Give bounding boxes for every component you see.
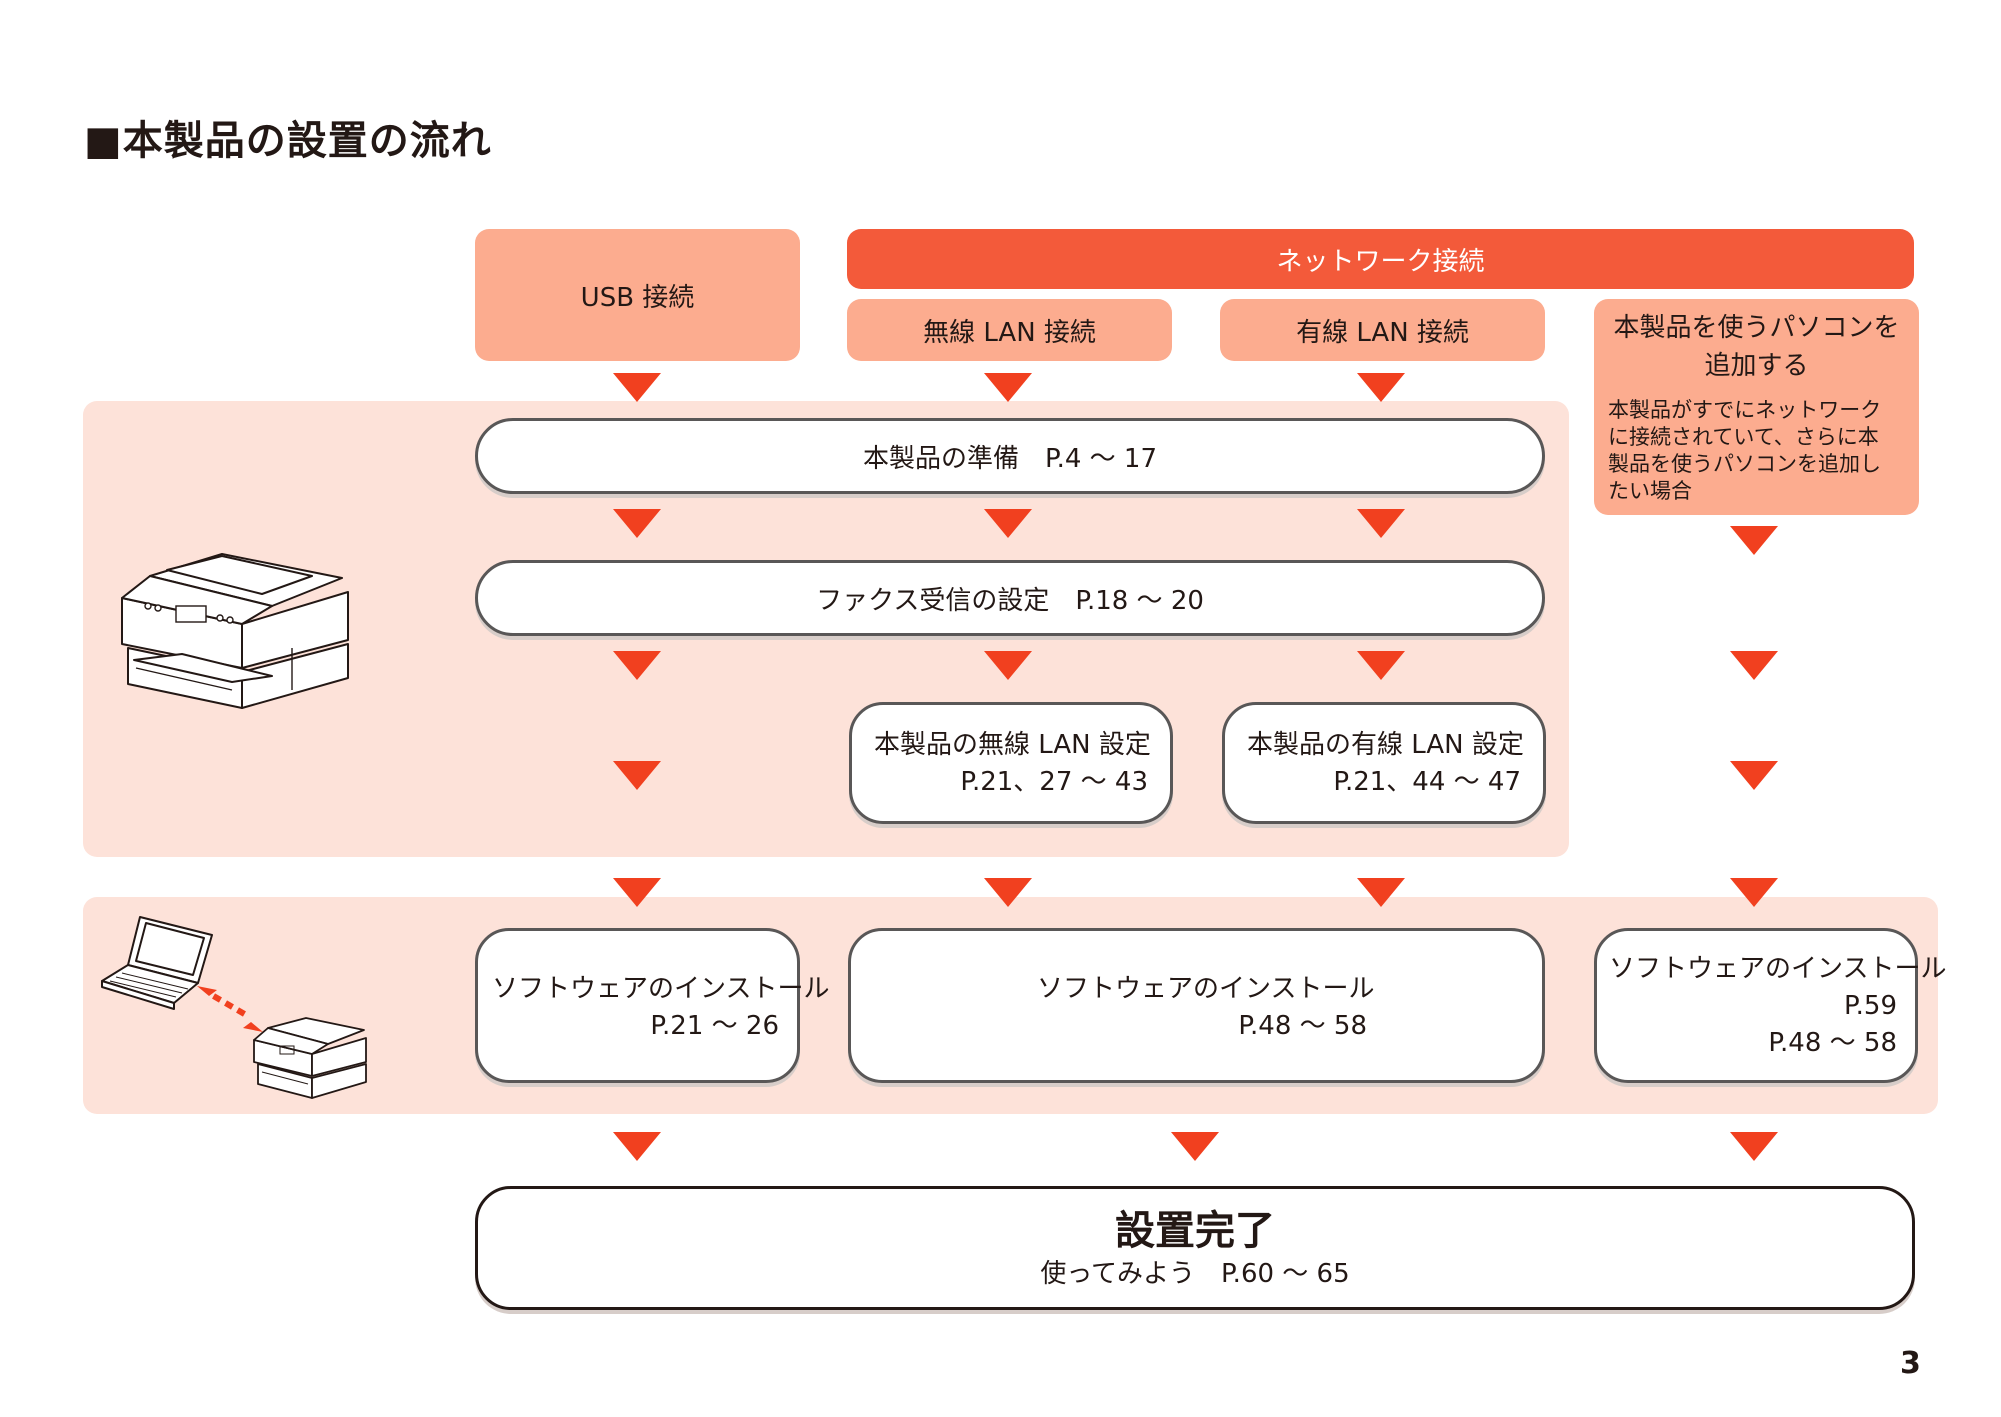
network-header-label: ネットワーク接続	[1276, 246, 1485, 277]
install-network-line1: ソフトウェアのインストール	[1037, 974, 1375, 1004]
add-pc-title-line1: 本製品を使うパソコンを	[1613, 313, 1900, 343]
step-fax: ファクス受信の設定 P.18 ～ 20	[475, 560, 1545, 636]
arrow-down-icon	[1730, 651, 1778, 680]
install-network: ソフトウェアのインストール P.48 ～ 58	[848, 928, 1545, 1083]
wireless-setup-line1: 本製品の無線 LAN 設定	[874, 730, 1151, 760]
step-wireless-setup: 本製品の無線 LAN 設定 P.21、27 ～ 43	[849, 702, 1173, 824]
arrow-down-icon	[1730, 878, 1778, 907]
setup-complete-title: 設置完了	[1115, 1208, 1275, 1254]
usb-header: USB 接続	[475, 229, 800, 361]
setup-complete-subtitle: 使ってみよう P.60 ～ 65	[1040, 1259, 1350, 1289]
install-add-line1: ソフトウェアのインストール	[1609, 954, 1947, 984]
arrow-down-icon	[1730, 761, 1778, 790]
install-usb: ソフトウェアのインストール P.21 ～ 26	[475, 928, 830, 1083]
arrow-down-icon	[613, 373, 661, 402]
arrow-down-icon	[1357, 509, 1405, 538]
arrow-down-icon	[1730, 526, 1778, 555]
wired-setup-line1: 本製品の有線 LAN 設定	[1247, 730, 1524, 760]
wired-header-label: 有線 LAN 接続	[1296, 317, 1469, 348]
arrow-down-icon	[984, 878, 1032, 907]
wired-setup-line2: P.21、44 ～ 47	[1333, 767, 1521, 797]
wireless-header: 無線 LAN 接続	[847, 299, 1172, 361]
step-fax-label: ファクス受信の設定 P.18 ～ 20	[816, 585, 1204, 616]
arrow-down-icon	[613, 878, 661, 907]
printer-illustration	[121, 553, 349, 709]
add-pc-header: 本製品を使うパソコンを 追加する 本製品がすでにネットワーク に接続されていて、…	[1594, 299, 1919, 515]
step-wired-setup: 本製品の有線 LAN 設定 P.21、44 ～ 47	[1222, 702, 1546, 824]
printer-small-illustration	[253, 1017, 367, 1099]
install-network-line2: P.48 ～ 58	[1238, 1011, 1367, 1041]
usb-header-label: USB 接続	[580, 282, 695, 313]
wired-header: 有線 LAN 接続	[1220, 299, 1545, 361]
install-usb-line2: P.21 ～ 26	[650, 1011, 779, 1041]
add-pc-desc-line2: に接続されていて、さらに本	[1608, 425, 1879, 449]
network-header: ネットワーク接続	[847, 229, 1914, 289]
arrow-down-icon	[984, 651, 1032, 680]
setup-complete: 設置完了 使ってみよう P.60 ～ 65	[475, 1186, 1915, 1310]
arrow-down-icon	[1357, 373, 1405, 402]
install-add-line2: P.59	[1844, 991, 1897, 1021]
arrow-down-icon	[613, 509, 661, 538]
arrow-down-icon	[1357, 651, 1405, 680]
wireless-setup-line2: P.21、27 ～ 43	[960, 767, 1148, 797]
arrow-down-icon	[1171, 1132, 1219, 1161]
arrow-down-icon	[984, 509, 1032, 538]
install-add-line3: P.48 ～ 58	[1768, 1028, 1897, 1058]
page-title: ■本製品の設置の流れ	[84, 118, 492, 164]
install-add-pc: ソフトウェアのインストール P.59 P.48 ～ 58	[1594, 928, 1947, 1083]
double-arrow-icon	[197, 986, 263, 1032]
arrow-down-icon	[1730, 1132, 1778, 1161]
wireless-header-label: 無線 LAN 接続	[923, 317, 1096, 348]
step-prepare-label: 本製品の準備 P.4 ～ 17	[862, 443, 1158, 474]
page-number: 3	[1900, 1346, 1921, 1381]
laptop-illustration	[101, 916, 213, 1010]
add-pc-desc-line1: 本製品がすでにネットワーク	[1608, 398, 1882, 422]
arrow-down-icon	[613, 761, 661, 790]
arrow-down-icon	[984, 373, 1032, 402]
arrow-down-icon	[613, 651, 661, 680]
add-pc-title-line2: 追加する	[1704, 351, 1809, 381]
arrow-down-icon	[613, 1132, 661, 1161]
add-pc-desc-line3: 製品を使うパソコンを追加し	[1608, 452, 1881, 476]
arrow-down-icon	[1357, 878, 1405, 907]
add-pc-desc-line4: たい場合	[1608, 479, 1692, 503]
step-prepare: 本製品の準備 P.4 ～ 17	[475, 418, 1545, 494]
install-usb-line1: ソフトウェアのインストール	[492, 974, 830, 1004]
